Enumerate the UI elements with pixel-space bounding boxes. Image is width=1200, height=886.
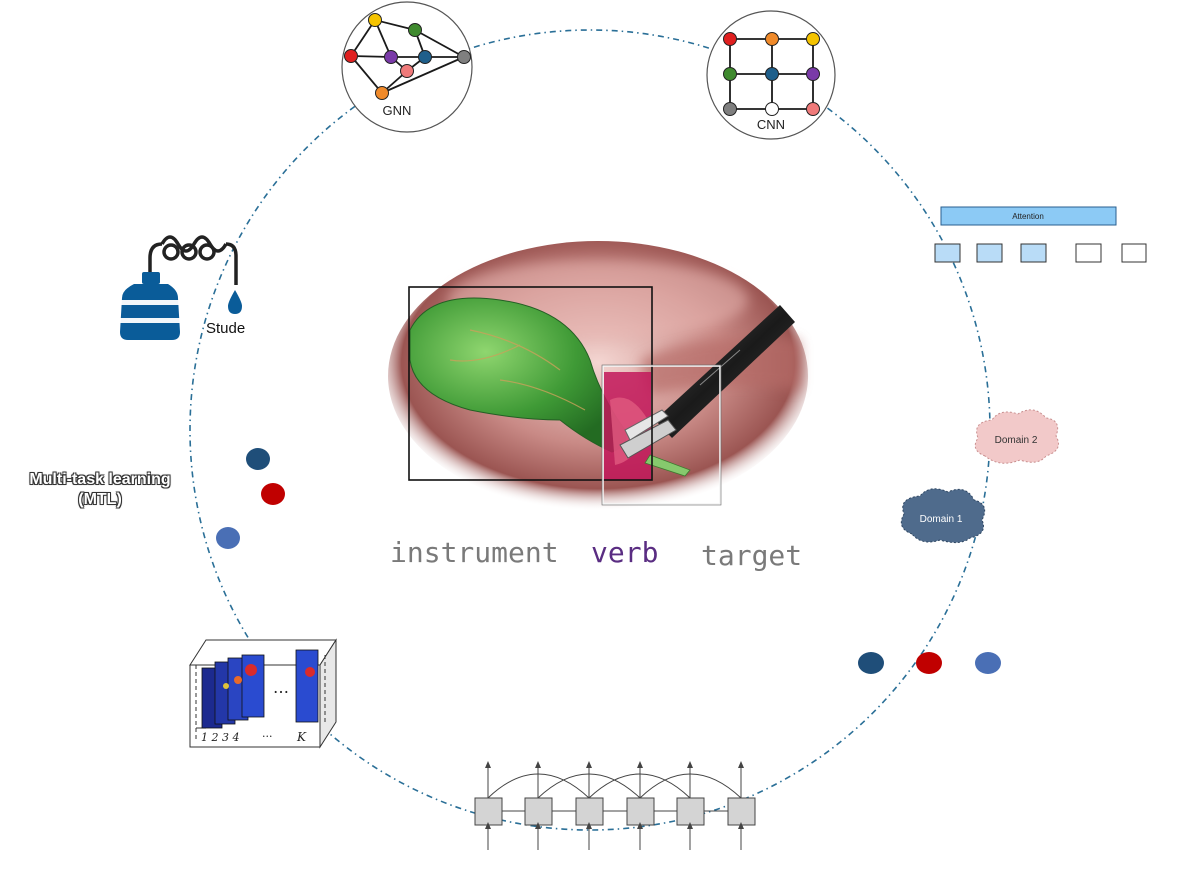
mtl-label-line1: Multi-task learning [29, 471, 171, 488]
verb-word: verb [591, 536, 659, 569]
student-label: Stude [206, 320, 245, 337]
attention-label: Attention [1012, 212, 1044, 221]
cnn-icon: CNN [706, 10, 836, 140]
target-bbox [408, 286, 653, 481]
task-dot-red [261, 483, 285, 505]
task-dot-navy [246, 448, 270, 470]
temporal-tensor-icon: … 1 2 3 4 ··· K [189, 638, 337, 749]
temporal-model-chain-icon [474, 761, 756, 850]
domain1-cloud: Domain 1 [900, 488, 986, 544]
mtl-task-dots [216, 448, 285, 549]
domain-dots [858, 652, 1001, 674]
target-word: target [701, 539, 803, 572]
instrument-word: instrument [390, 536, 559, 569]
domain2-label: Domain 2 [995, 435, 1038, 446]
instrument-bbox [602, 365, 721, 505]
knowledge-distillation-icon: Stude [119, 235, 245, 340]
domain1-label: Domain 1 [920, 514, 963, 525]
attention-icon: Attention [934, 206, 1147, 263]
gnn-icon: GNN [341, 1, 473, 133]
dot-navy-right [858, 652, 884, 674]
mtl-label-line2: (MTL) [78, 491, 122, 508]
task-dot-blue [216, 527, 240, 549]
dot-blue-right [975, 652, 1001, 674]
tensor-axis-dots: ··· [262, 730, 273, 743]
surgical-scene-image [388, 241, 808, 511]
tensor-mid-dots: … [273, 678, 289, 697]
domain2-cloud: Domain 2 [974, 409, 1059, 464]
tensor-axis-k: K [296, 730, 307, 744]
gnn-label: GNN [383, 103, 412, 118]
dot-red-right [916, 652, 942, 674]
mtl-label: Multi-task learning (MTL) [10, 470, 190, 510]
cnn-label: CNN [757, 117, 785, 132]
tensor-axis-numbers: 1 2 3 4 [201, 731, 239, 744]
